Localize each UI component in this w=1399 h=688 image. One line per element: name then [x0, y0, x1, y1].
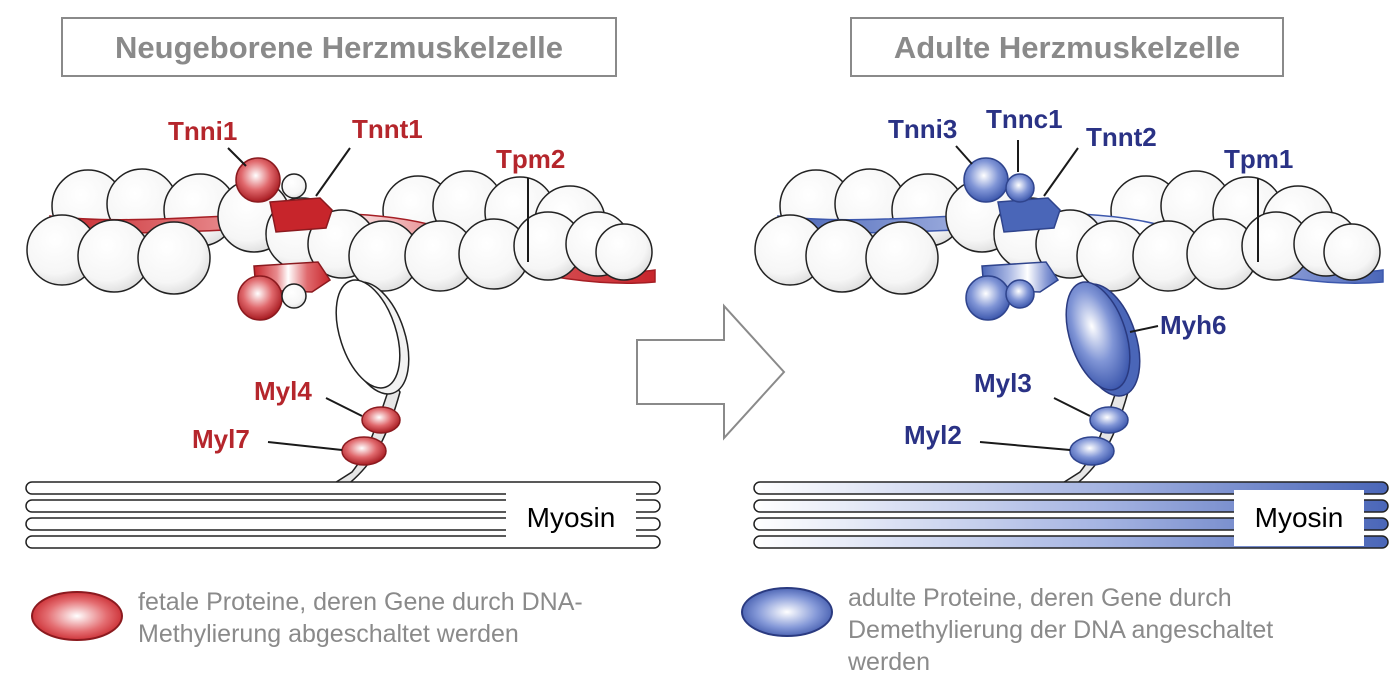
- right-tnnt-leader: [1043, 147, 1079, 197]
- right-label-myh: Myh6: [1160, 310, 1226, 340]
- right-title: Adulte Herzmuskelzelle: [894, 30, 1240, 65]
- left-legend-swatch: [31, 591, 123, 641]
- right-title-box: [850, 17, 1284, 77]
- right-troponin-complex: [963, 157, 1061, 321]
- left-myosin-label: Myosin: [527, 502, 616, 533]
- left-label-tnnt: Tnnt1: [352, 114, 423, 144]
- left-myosin-head: [327, 279, 410, 487]
- right-panel: Adulte Herzmuskelzelle: [741, 17, 1389, 676]
- right-myl-upper-leader: [1053, 397, 1091, 417]
- right-legend-line-1: adulte Proteine, deren Gene durch: [848, 584, 1232, 612]
- left-myl-lower-leader: [267, 441, 343, 451]
- right-legend-line-2: Demethylierung der DNA angeschaltet: [848, 616, 1273, 644]
- left-legend-line-2: Methylierung abgeschaltet werden: [138, 620, 519, 648]
- right-legend-swatch: [741, 587, 833, 637]
- left-myl-upper-shape: [361, 406, 401, 434]
- transition-arrow: [636, 303, 786, 441]
- right-label-tnni: Tnni3: [888, 114, 957, 144]
- right-legend-line-3: werden: [847, 648, 930, 676]
- left-myl-upper-leader: [325, 397, 363, 417]
- left-thick-filaments: [25, 481, 661, 549]
- left-tnni-leader: [227, 147, 247, 167]
- right-actin-front: [754, 179, 1381, 295]
- left-myl-lower-shape: [341, 436, 387, 466]
- right-myl-lower-leader: [979, 441, 1071, 451]
- right-label-myl-lower: Myl2: [904, 420, 962, 450]
- left-actin-front: [26, 179, 653, 295]
- right-myl-upper-shape: [1089, 406, 1129, 434]
- left-panel: Neugeborene Herzmuskelzelle: [25, 17, 661, 648]
- right-label-tnnt: Tnnt2: [1086, 122, 1157, 152]
- left-label-tpm: Tpm2: [496, 144, 565, 174]
- right-myosin-label-box: [1234, 490, 1364, 546]
- right-myosin-label: Myosin: [1255, 502, 1344, 533]
- right-thick-filaments: [753, 481, 1389, 549]
- left-tnnt-leader: [315, 147, 351, 197]
- right-myl-lower-shape: [1069, 436, 1115, 466]
- left-legend-line-1: fetale Proteine, deren Gene durch DNA-: [138, 588, 583, 616]
- right-label-tnnc: Tnnc1: [986, 104, 1063, 134]
- left-troponin-complex: [235, 157, 333, 321]
- left-title-box: [61, 17, 617, 77]
- left-myosin-label-box: [506, 490, 636, 546]
- right-myh-leader: [1129, 325, 1159, 333]
- right-label-myl-upper: Myl3: [974, 368, 1032, 398]
- right-tnni-leader: [955, 145, 973, 165]
- left-label-myl-lower: Myl7: [192, 424, 250, 454]
- left-label-myl-upper: Myl4: [254, 376, 312, 406]
- right-label-tpm: Tpm1: [1224, 144, 1293, 174]
- left-title: Neugeborene Herzmuskelzelle: [115, 30, 563, 65]
- left-label-tnni: Tnni1: [168, 116, 237, 146]
